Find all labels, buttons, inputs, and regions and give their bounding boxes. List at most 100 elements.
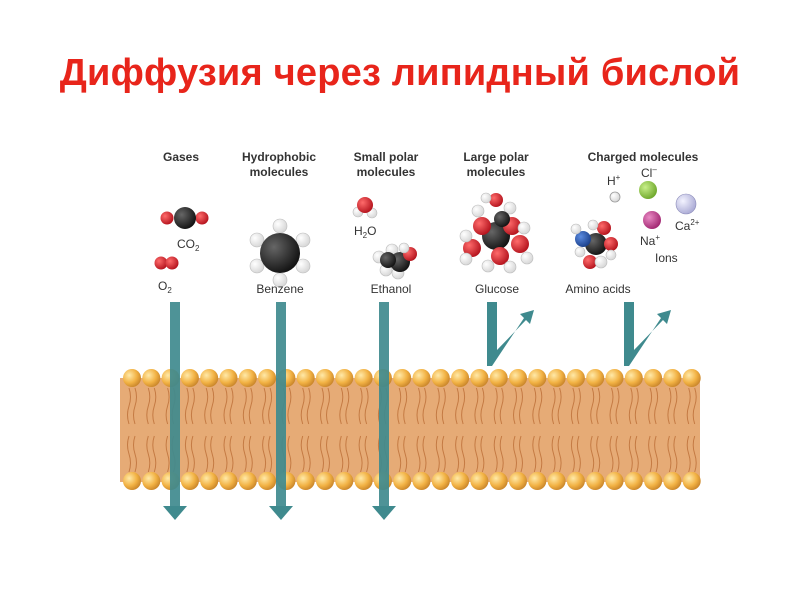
- slide-title: Диффузия через липидный бислой: [59, 52, 741, 94]
- water-molecule-icon: [352, 197, 378, 219]
- lipid-tail: [667, 435, 672, 473]
- lipid-tail: [248, 387, 253, 425]
- lipid-head: [142, 472, 161, 490]
- lipid-tail: [133, 387, 137, 425]
- lipid-head: [489, 369, 508, 387]
- na-ion-charge: +: [655, 233, 660, 242]
- lipid-head: [682, 369, 701, 387]
- lipid-tail: [248, 435, 253, 473]
- lipid-head: [470, 369, 489, 387]
- lipid-tail: [538, 387, 543, 425]
- lipid-head: [180, 369, 199, 387]
- lipid-tail: [223, 435, 228, 473]
- lipid-tail: [326, 387, 330, 425]
- lipid-tail: [648, 387, 653, 425]
- lipid-tail: [455, 387, 460, 425]
- lipid-head: [451, 369, 470, 387]
- benzene-label: Benzene: [256, 282, 304, 296]
- svg-text:H2O: H2O: [354, 224, 376, 240]
- ca-ion-icon: [675, 193, 697, 215]
- lipid-head: [586, 369, 605, 387]
- lipid-tail: [576, 435, 581, 473]
- lipid-head: [547, 472, 566, 490]
- lipid-tail: [474, 435, 479, 473]
- lipid-head: [644, 369, 663, 387]
- lipid-head: [316, 369, 334, 387]
- lipid-tail: [306, 387, 311, 425]
- lipid-tail: [146, 387, 151, 425]
- lipid-tail: [339, 387, 344, 425]
- lipid-tail: [634, 435, 639, 473]
- lipid-head: [624, 369, 643, 387]
- lipid-tail: [480, 387, 485, 425]
- header-large-polar-line1: Large polar: [463, 150, 529, 164]
- header-gases: Gases: [163, 150, 199, 164]
- header-small-polar-line1: Small polar: [354, 150, 419, 164]
- lipid-tail: [397, 435, 402, 473]
- cl-ion-label: Cl: [641, 166, 652, 180]
- lipid-head: [200, 369, 219, 387]
- lipid-tail: [615, 435, 620, 473]
- lipid-tail: [596, 387, 601, 425]
- lipid-tail: [146, 435, 151, 473]
- lipid-tail: [519, 435, 523, 473]
- lipid-head: [682, 472, 701, 490]
- lipid-tail: [416, 387, 421, 425]
- lipid-tail: [551, 435, 556, 473]
- lipid-tail: [692, 435, 697, 473]
- lipid-tail: [461, 387, 466, 425]
- lipid-tail: [287, 387, 292, 425]
- lipid-head: [509, 472, 527, 490]
- lipid-tail: [152, 435, 157, 473]
- lipid-tail: [532, 435, 537, 473]
- lipid-tail: [686, 435, 691, 473]
- lipid-tail: [320, 387, 324, 425]
- benzene-molecule-icon: [249, 218, 311, 288]
- lipid-tail: [654, 387, 659, 425]
- lipid-head: [605, 472, 624, 490]
- lipid-head: [605, 369, 624, 387]
- lipid-tail: [262, 435, 267, 473]
- lipid-tail: [590, 387, 595, 425]
- lipid-tail: [435, 435, 440, 473]
- lipid-tail: [461, 435, 466, 473]
- ca-ion-charge: 2+: [690, 218, 699, 227]
- lipid-tail: [570, 387, 575, 425]
- lipid-head: [219, 369, 238, 387]
- lipid-head: [624, 472, 643, 490]
- h-ion-icon: [609, 191, 621, 203]
- lipid-head: [335, 369, 354, 387]
- lipid-tails: [127, 387, 697, 473]
- lipid-head: [566, 472, 585, 490]
- lipid-head: [644, 472, 663, 490]
- lipid-tail: [358, 435, 363, 473]
- lipid-tail: [673, 435, 678, 473]
- lipid-head: [238, 369, 257, 387]
- lipid-tail: [345, 387, 350, 425]
- lipid-tail: [204, 435, 209, 473]
- header-small-polar-line2: molecules: [357, 165, 416, 179]
- na-ion-icon: [643, 211, 661, 229]
- lipid-tail: [557, 387, 562, 425]
- lipid-tail: [300, 387, 305, 425]
- lipid-head: [663, 369, 682, 387]
- lipid-tail: [229, 387, 234, 425]
- lipid-tail: [210, 435, 215, 473]
- lipid-tail: [557, 435, 562, 473]
- lipid-tail: [190, 435, 195, 473]
- lipid-tail: [422, 435, 427, 473]
- header-hydrophobic-line2: molecules: [250, 165, 309, 179]
- na-ion-label: Na: [640, 234, 656, 248]
- h2o-label-b: O: [367, 224, 376, 238]
- lipid-tail: [268, 435, 273, 473]
- lipid-tail: [615, 387, 620, 425]
- header-charged: Charged molecules: [588, 150, 699, 164]
- lipid-tail: [609, 435, 614, 473]
- lipid-head: [180, 472, 199, 490]
- lipid-tail: [532, 387, 537, 425]
- svg-text:Na+: Na+: [640, 233, 660, 248]
- lipid-head: [354, 369, 373, 387]
- lipid-head: [142, 369, 161, 387]
- lipid-tail: [570, 435, 575, 473]
- lipid-tail: [634, 387, 639, 425]
